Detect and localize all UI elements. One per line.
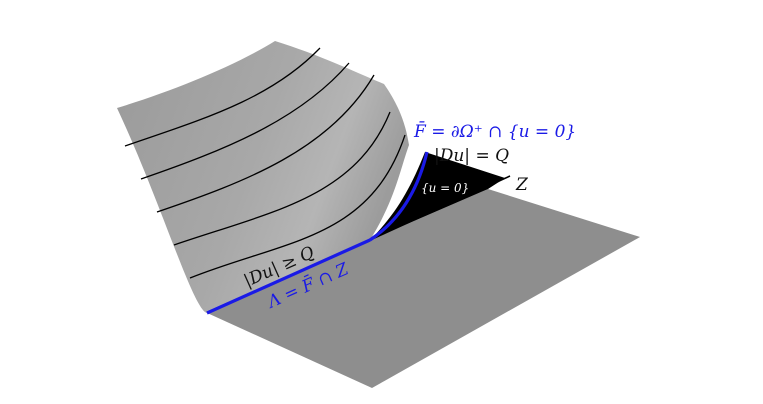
z-label: Z bbox=[515, 175, 529, 195]
free-boundary-label: F̄ = ∂Ω⁺ ∩ {u = 0} bbox=[413, 120, 576, 142]
level-curve-2 bbox=[140, 62, 350, 180]
level-curves bbox=[124, 47, 406, 279]
level-curve-3 bbox=[156, 74, 375, 213]
z-line bbox=[369, 175, 511, 241]
gradient-eq-label: |Du| = Q bbox=[434, 146, 509, 166]
lambda-line bbox=[206, 238, 371, 315]
floor-plane bbox=[205, 189, 640, 388]
upper-surface bbox=[117, 41, 409, 312]
level-curve-1 bbox=[124, 47, 321, 147]
zero-set-region bbox=[370, 152, 505, 240]
level-curve-4 bbox=[173, 111, 391, 246]
free-boundary-curve bbox=[369, 151, 429, 242]
zero-set-label: {u = 0} bbox=[421, 181, 469, 195]
level-curve-5 bbox=[189, 134, 406, 279]
